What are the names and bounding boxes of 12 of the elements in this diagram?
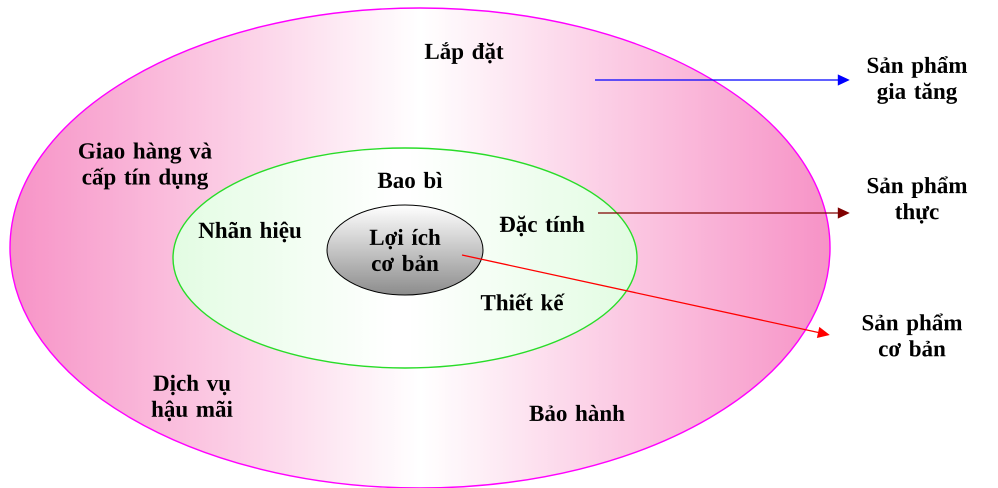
ellipse-label: Thiết kế bbox=[480, 294, 565, 310]
side-label: Sản phẩm cơ bản bbox=[862, 314, 962, 356]
ellipse-label: Bảo hành bbox=[529, 404, 625, 422]
ellipse-label: Giao hàng và cấp tín dụng bbox=[79, 142, 212, 190]
core-label: Lợi ích cơ bản bbox=[370, 228, 440, 272]
ellipse-label: Dịch vụ hậu mãi bbox=[152, 374, 233, 422]
side-label: Sản phẩm thực bbox=[868, 176, 968, 224]
side-label: Sản phẩm gia tăng bbox=[868, 56, 968, 104]
ellipse-label: Lắp đặt bbox=[424, 42, 504, 64]
ellipse-label: Đặc tính bbox=[500, 216, 584, 236]
ellipse-label: Nhãn hiệu bbox=[198, 222, 302, 242]
ellipse-label: Bao bì bbox=[378, 172, 442, 188]
